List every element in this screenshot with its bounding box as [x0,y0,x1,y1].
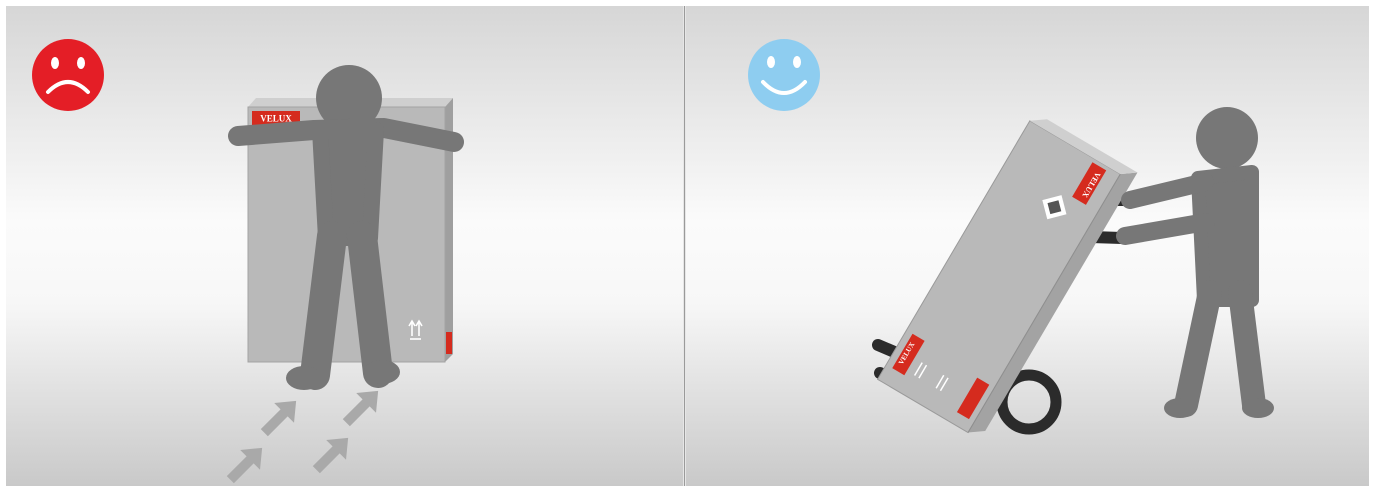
happy-face-icon [748,39,820,111]
brand-label-text: VELUX [260,114,292,124]
sad-face-icon [32,39,104,111]
side-label-left [446,332,452,354]
